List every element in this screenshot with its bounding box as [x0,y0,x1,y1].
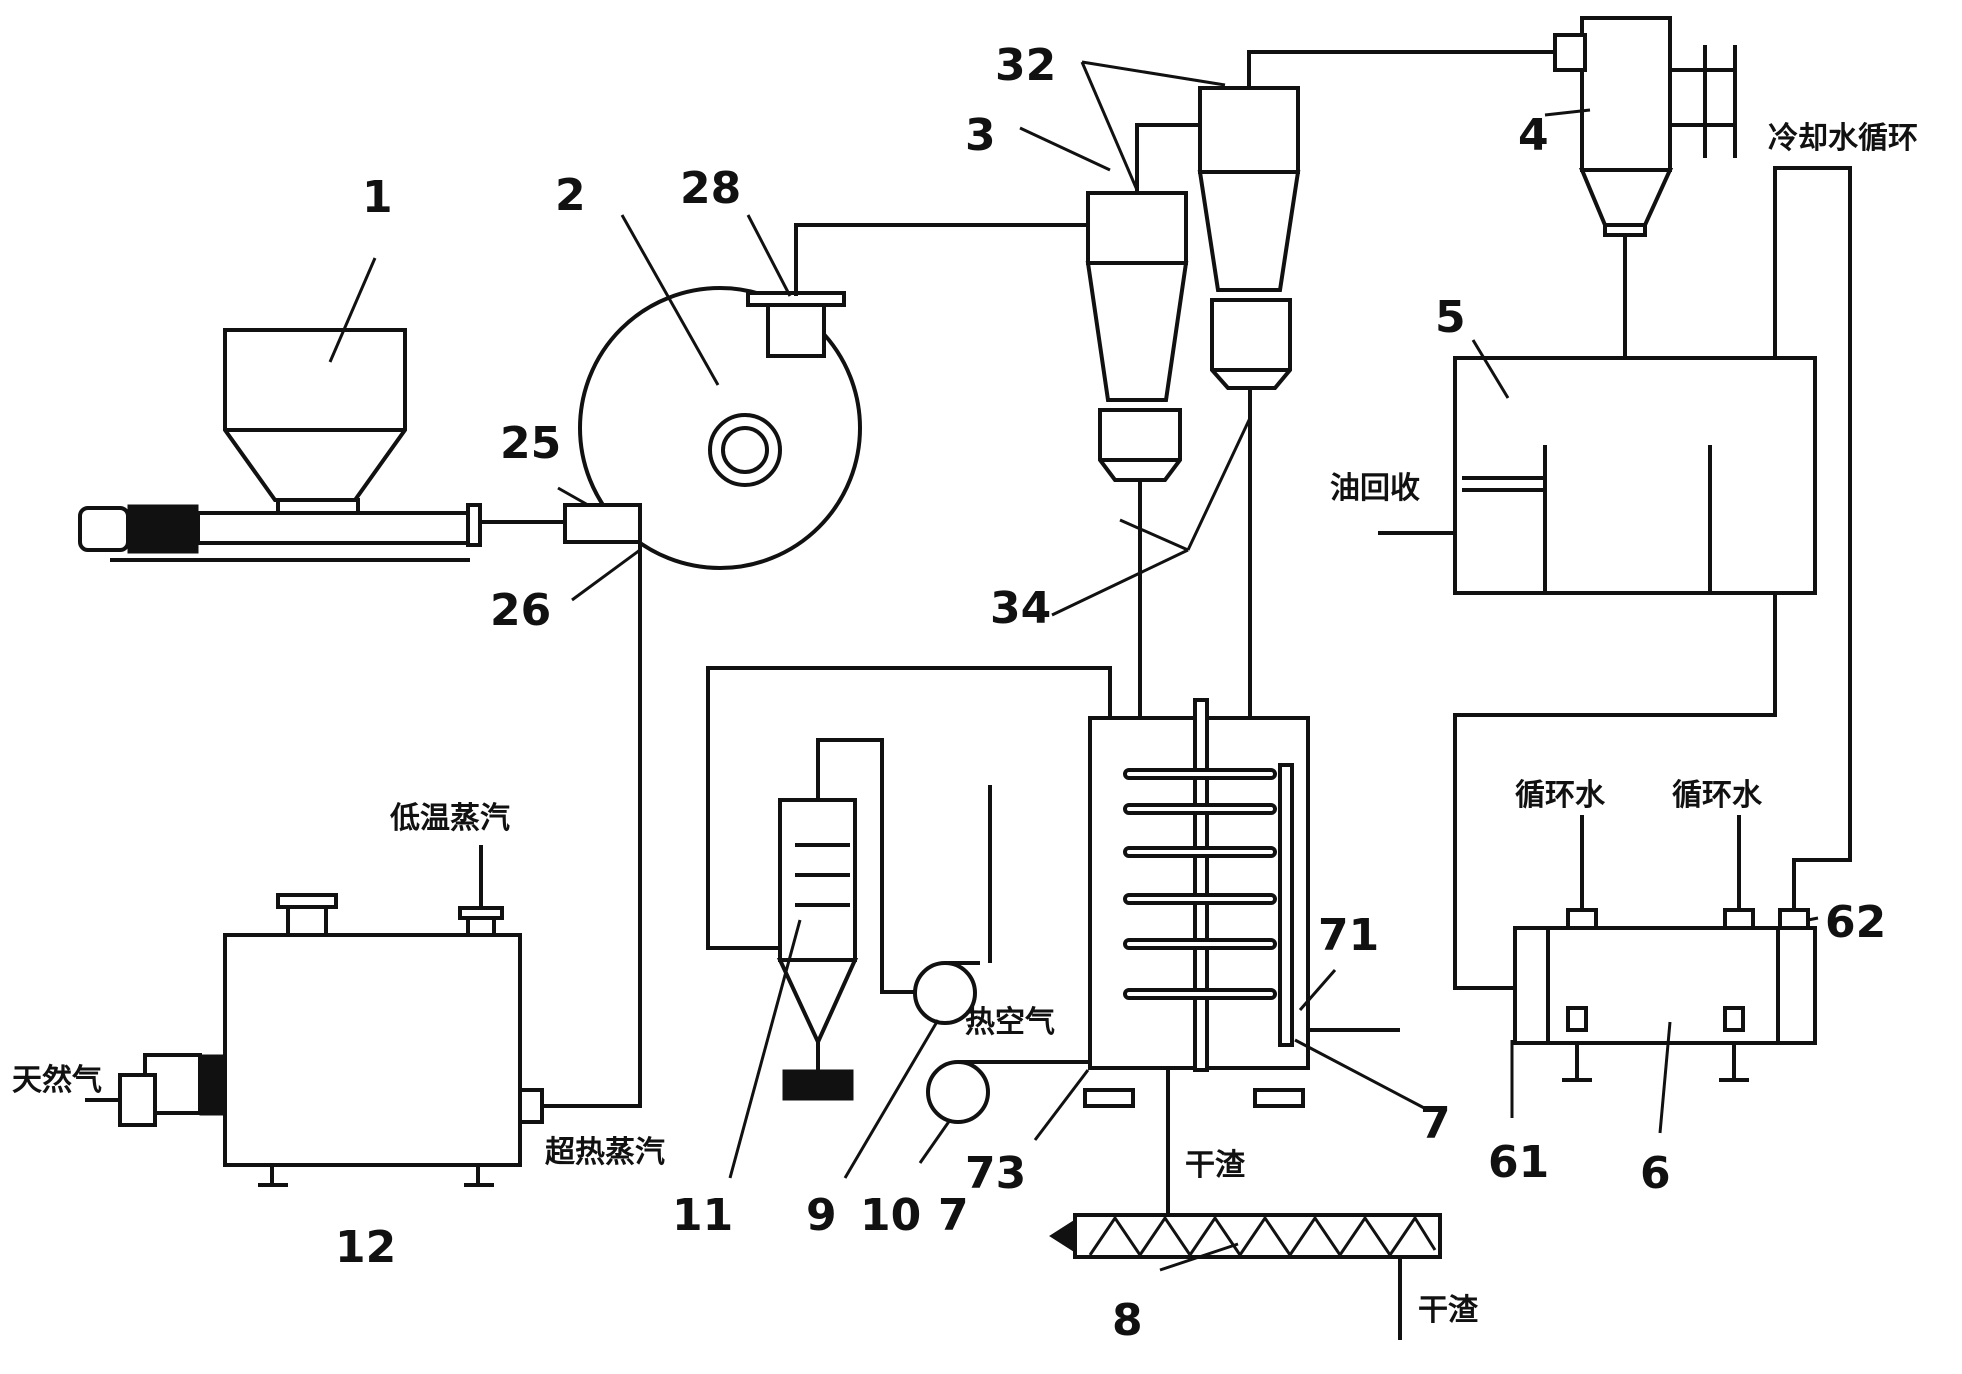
piping [85,45,1852,1340]
label-9: 9 [806,1190,837,1241]
label-28: 28 [680,163,741,214]
air-blower [926,1060,990,1124]
label-62: 62 [1825,897,1886,948]
label-25: 25 [500,418,561,469]
circulating-water-label-2: 循环水 [1672,778,1763,813]
feed-hopper [223,328,407,524]
label-3: 3 [965,110,996,161]
rotary-reactor [563,286,862,570]
oil-separation-tank [1453,356,1817,595]
natural-gas-label: 天然气 [12,1063,102,1098]
cyclone-2 [1197,86,1301,390]
label-7b: 7 [938,1190,969,1241]
heat-exchanger [1513,908,1817,1082]
oil-recovery-label: 油回收 [1330,471,1420,506]
label-6: 6 [1640,1148,1671,1199]
screw-feeder [78,503,482,562]
dry-slag-label-1: 干渣 [1185,1148,1246,1183]
label-11: 11 [672,1190,733,1241]
cyclone-1 [1085,191,1189,482]
condenser [1553,16,1737,237]
label-12: 12 [335,1222,396,1273]
screw-conveyor [1049,1213,1442,1259]
cooling-water-cycle-label: 冷却水循环 [1768,121,1918,156]
circulating-water-label-1: 循环水 [1515,778,1606,813]
equipment-numbers: 1 2 28 25 26 32 3 4 5 34 71 62 7 61 6 73… [335,40,1886,1346]
dry-slag-label-2: 干渣 [1418,1293,1479,1328]
label-26: 26 [490,585,551,636]
label-71: 71 [1318,910,1379,961]
superheated-steam-label: 超热蒸汽 [545,1135,665,1170]
label-1: 1 [362,172,393,223]
steam-boiler [118,893,544,1187]
hot-air-label: 热空气 [965,1005,1055,1040]
stream-labels: 低温蒸汽 天然气 超热蒸汽 热空气 干渣 干渣 油回收 冷却水循环 循环水 循环… [12,121,1918,1328]
label-73: 73 [965,1148,1026,1199]
label-10: 10 [860,1190,921,1241]
dryer [1083,698,1310,1108]
label-5: 5 [1435,292,1466,343]
label-7: 7 [1420,1098,1451,1149]
label-32: 32 [995,40,1056,91]
scrubber [776,798,859,1101]
leader-lines [328,60,1819,1272]
label-8: 8 [1112,1295,1143,1346]
label-2: 2 [555,170,586,221]
label-34: 34 [990,583,1051,634]
low-temp-steam-label: 低温蒸汽 [389,801,510,836]
label-61: 61 [1488,1137,1549,1188]
label-4: 4 [1518,110,1549,161]
